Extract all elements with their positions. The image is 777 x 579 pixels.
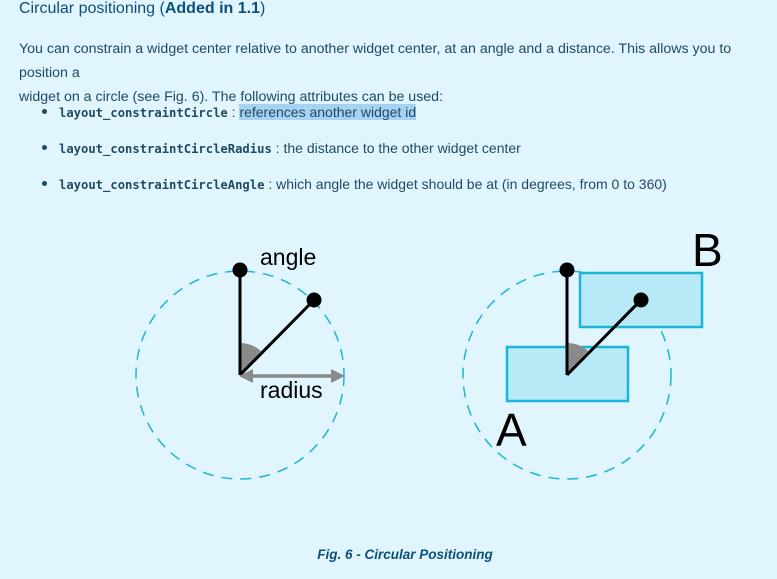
list-item: layout_constraintCircleAngle : which ang…: [40, 172, 667, 208]
intro-paragraph: You can constrain a widget center relati…: [19, 37, 777, 109]
attribute-name: layout_constraintCircle: [59, 106, 228, 120]
right-diagram: A B: [462, 224, 723, 480]
angle-wedge: [567, 343, 588, 375]
bullet-icon: [42, 145, 47, 150]
radius-line: [565, 298, 643, 377]
attribute-name: layout_constraintCircleAngle: [59, 178, 265, 192]
attribute-description: which angle the widget should be at (in …: [276, 176, 667, 192]
widget-a-label: A: [496, 404, 527, 456]
list-item: layout_constraintCircleRadius : the dist…: [40, 136, 667, 172]
heading-end: ): [259, 0, 266, 17]
intro-line-2: widget on a circle (see Fig. 6). The fol…: [19, 89, 444, 105]
heading-text: Circular positioning (: [19, 0, 165, 17]
angle-label: angle: [260, 244, 316, 270]
reference-endpoint: [232, 262, 248, 278]
radius-label: radius: [260, 377, 323, 403]
left-diagram: angle radius: [135, 244, 345, 480]
bullet-icon: [42, 109, 47, 114]
angle-wedge: [240, 343, 261, 375]
dashed-circle: [462, 270, 672, 480]
widget-center-point: [306, 292, 322, 308]
figure-caption: Fig. 6 - Circular Positioning: [317, 547, 493, 562]
radius-line: [238, 298, 316, 377]
bullet-icon: [42, 181, 47, 186]
attribute-name: layout_constraintCircleRadius: [59, 142, 272, 156]
widget-b-center-point: [633, 292, 649, 308]
attribute-list: layout_constraintCircle : references ano…: [40, 100, 667, 208]
intro-line-1: You can constrain a widget center relati…: [19, 41, 732, 81]
widget-b-label: B: [692, 224, 723, 276]
section-heading: Circular positioning (Added in 1.1): [19, 0, 265, 18]
attribute-description-highlighted: references another widget id: [239, 104, 417, 120]
attribute-description: the distance to the other widget center: [283, 140, 521, 156]
list-item: layout_constraintCircle : references ano…: [40, 100, 667, 136]
heading-version: Added in 1.1: [164, 0, 260, 17]
reference-endpoint: [559, 262, 575, 278]
